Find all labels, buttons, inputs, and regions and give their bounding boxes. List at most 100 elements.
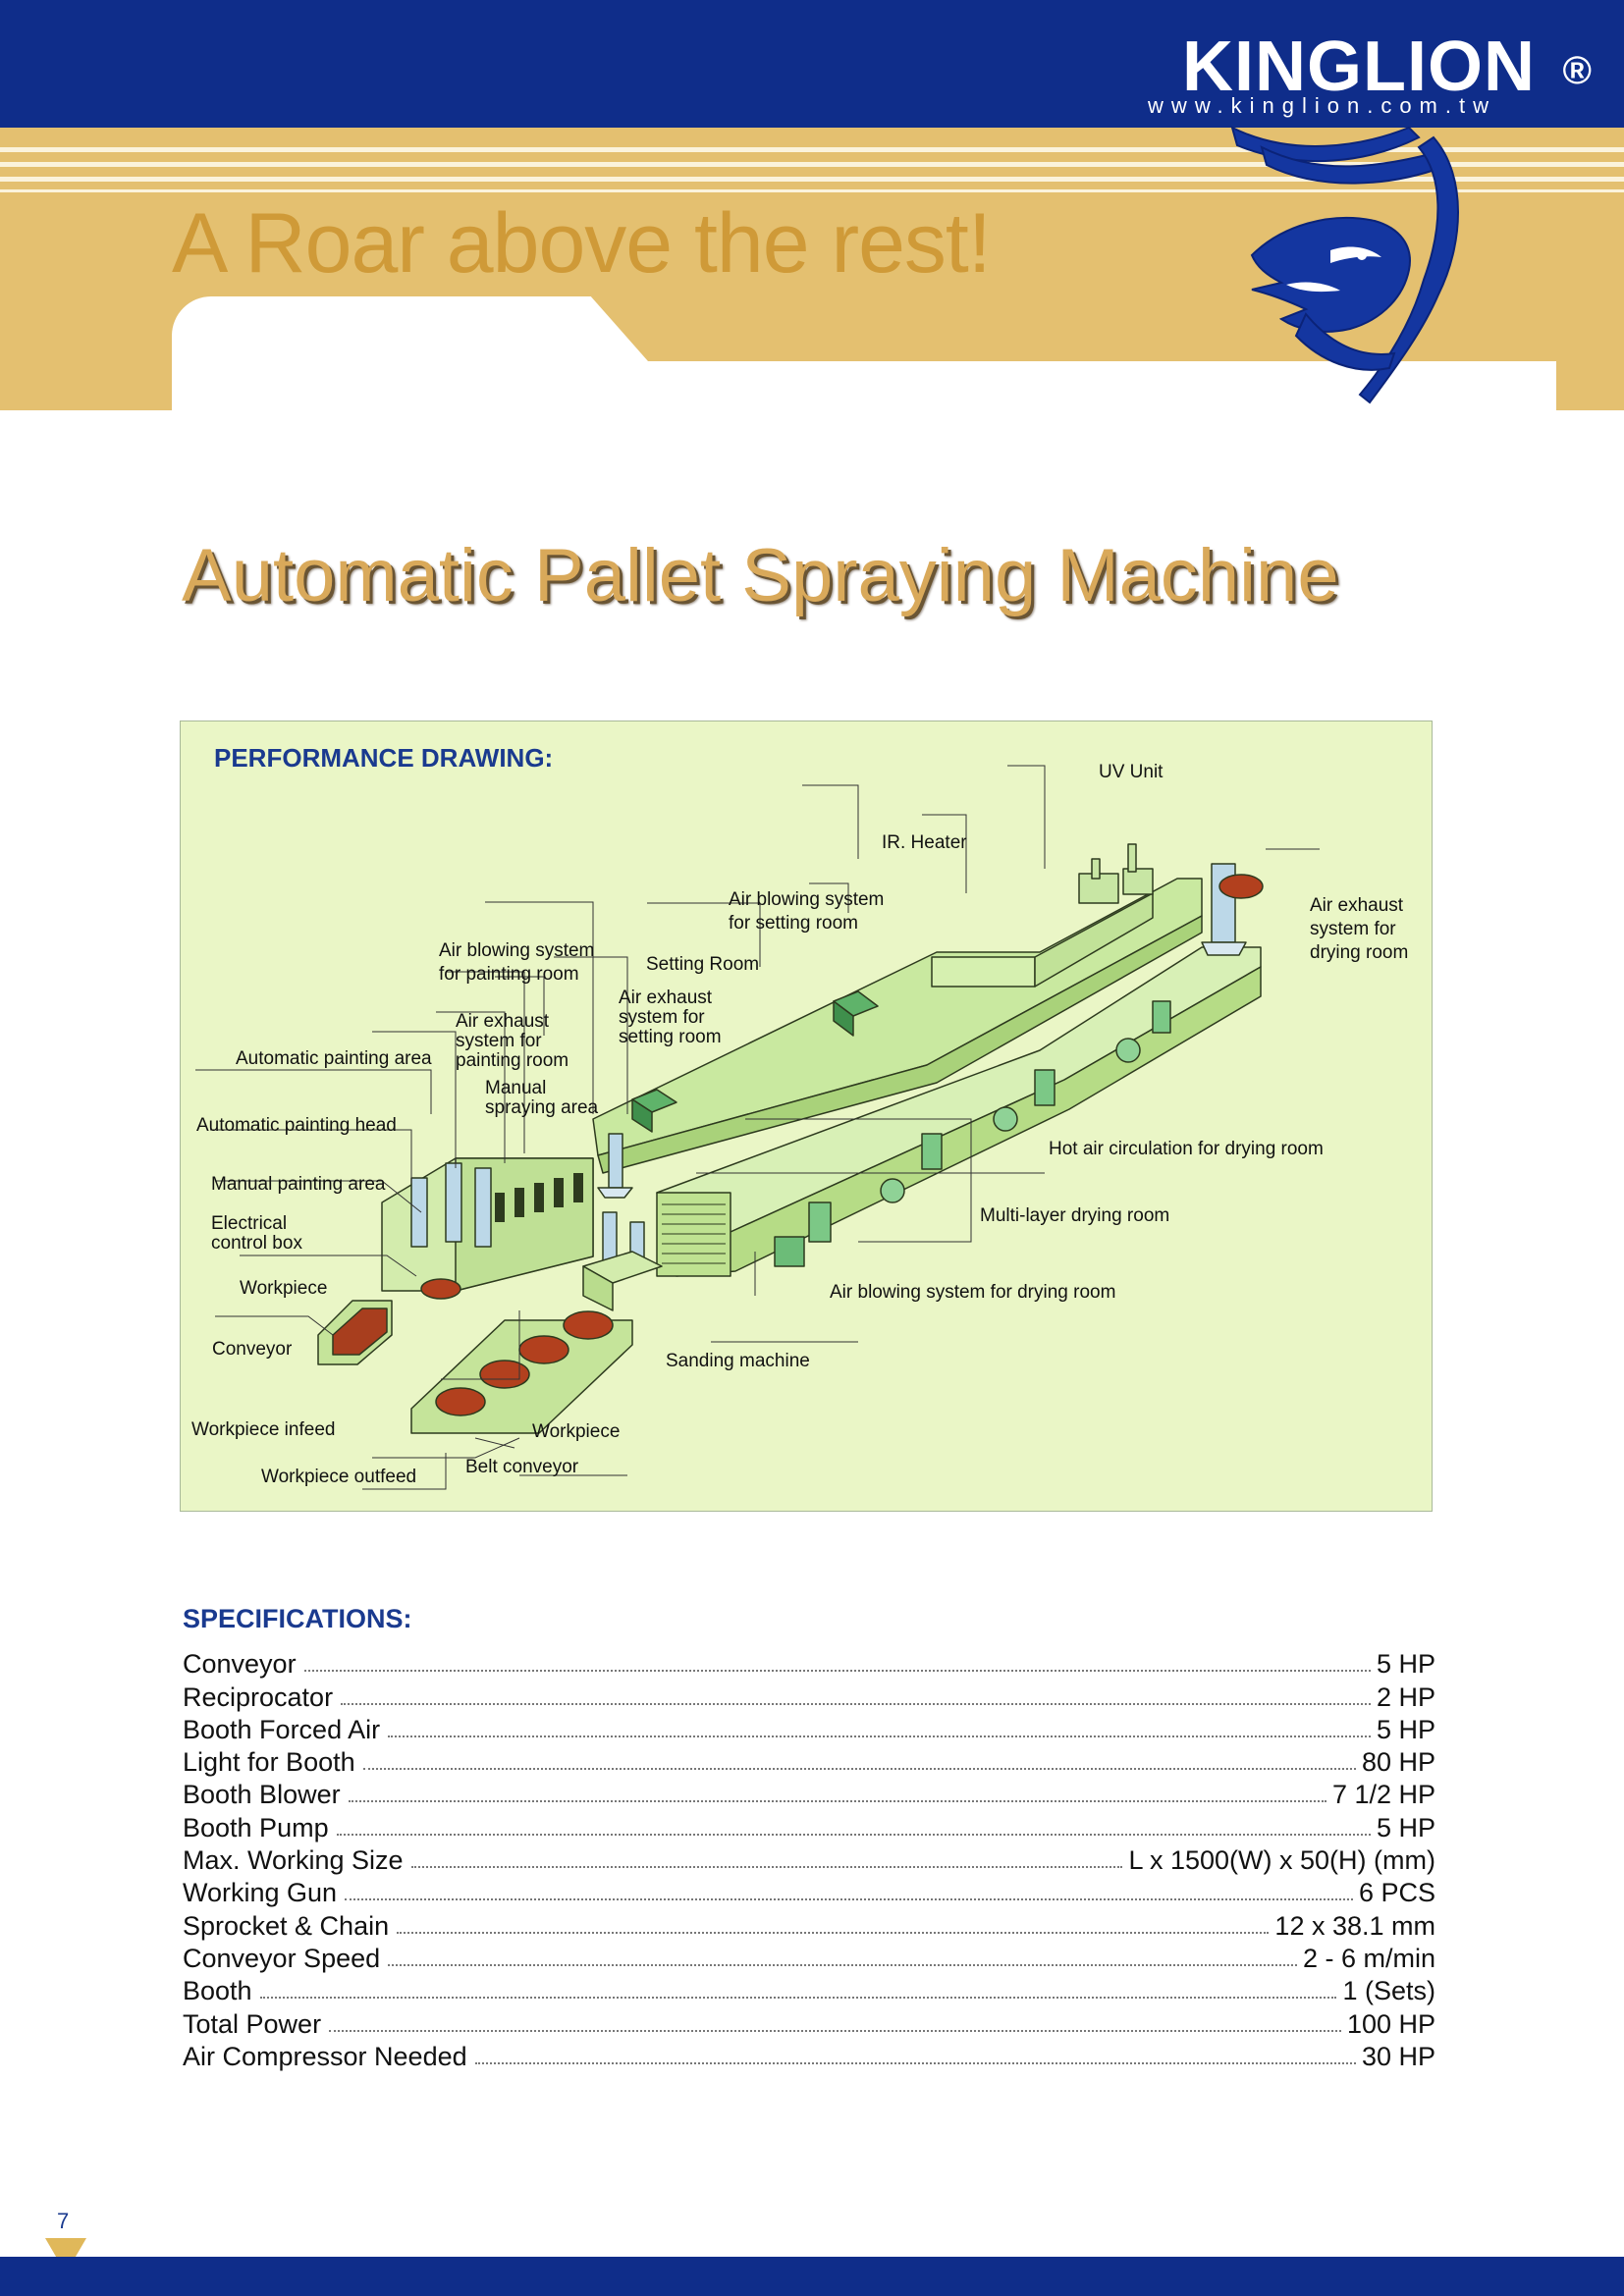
label-manual-spraying-area: Manual — [485, 1078, 547, 1098]
spec-value: 7 1/2 HP — [1331, 1780, 1435, 1810]
spec-name: Conveyor — [183, 1649, 297, 1680]
label-air-blowing-drying-room: Air blowing system for drying room — [830, 1282, 1116, 1303]
stripe — [0, 177, 1624, 182]
label-belt-conveyor: Belt conveyor — [465, 1457, 579, 1477]
spec-row: Max. Working Size L x 1500(W) x 50(H) (mm… — [183, 1843, 1435, 1876]
performance-drawing: PERFORMANCE DRAWING: — [180, 721, 1433, 1512]
spec-value: 12 x 38.1 mm — [1274, 1910, 1435, 1941]
label-workpiece-infeed: Workpiece infeed — [191, 1419, 336, 1440]
footer-bar — [0, 2257, 1624, 2296]
label-conveyor: Conveyor — [212, 1339, 293, 1360]
dot-leader — [388, 1735, 1371, 1737]
dot-leader — [348, 1800, 1326, 1803]
dot-leader — [341, 1702, 1371, 1705]
spec-name: Max. Working Size — [183, 1845, 404, 1876]
spec-row: Conveyor Speed 2 - 6 m/min — [183, 1942, 1435, 1974]
label-air-exhaust-setting: Air exhaust — [619, 988, 713, 1008]
dot-leader — [329, 2029, 1341, 2032]
label-air-blowing-setting: for setting room — [729, 913, 858, 934]
label-workpiece: Workpiece — [240, 1278, 328, 1299]
spec-value: 5 HP — [1376, 1714, 1435, 1744]
spec-row: Booth Blower 7 1/2 HP — [183, 1778, 1435, 1810]
spec-row: Sprocket & Chain 12 x 38.1 mm — [183, 1908, 1435, 1941]
spec-row: Working Gun 6 PCS — [183, 1876, 1435, 1908]
spec-name: Booth — [183, 1976, 252, 2006]
dot-leader — [410, 1866, 1123, 1869]
spec-name: Booth Pump — [183, 1812, 329, 1842]
specifications-heading: SPECIFICATIONS: — [183, 1604, 412, 1633]
label-air-blowing-setting: Air blowing system — [729, 889, 885, 910]
header-bar — [0, 0, 1624, 128]
spec-row: Booth Forced Air 5 HP — [183, 1713, 1435, 1745]
label-automatic-painting-area: Automatic painting area — [236, 1048, 432, 1069]
label-air-exhaust-setting: setting room — [619, 1027, 722, 1047]
label-electrical-control-box: control box — [211, 1233, 302, 1254]
spec-name: Air Compressor Needed — [183, 2041, 467, 2071]
spec-value: 2 - 6 m/min — [1302, 1943, 1435, 1973]
stripe — [0, 162, 1624, 167]
spec-value: 30 HP — [1361, 2041, 1435, 2071]
registered-mark: ® — [1562, 49, 1593, 92]
spec-name: Reciprocator — [183, 1682, 334, 1712]
label-manual-spraying-area: spraying area — [485, 1097, 599, 1118]
page-number: 7 — [57, 2209, 70, 2233]
label-air-blowing-painting: Air blowing system — [439, 940, 595, 961]
label-air-exhaust-painting: painting room — [456, 1050, 569, 1071]
spec-value: 5 HP — [1376, 1649, 1435, 1680]
page-title: Automatic Pallet Spraying Machine — [182, 534, 1339, 617]
label-workpiece-outfeed: Workpiece outfeed — [261, 1467, 417, 1487]
label-hot-air-circulation: Hot air circulation for drying room — [1049, 1139, 1324, 1159]
label-air-exhaust-drying: drying room — [1310, 942, 1409, 963]
label-workpiece: Workpiece — [532, 1421, 621, 1442]
spec-value: 1 (Sets) — [1342, 1976, 1435, 2006]
dot-leader — [397, 1931, 1270, 1934]
label-multi-layer-drying-room: Multi-layer drying room — [980, 1205, 1170, 1226]
dot-leader — [303, 1670, 1371, 1673]
brand-logo[interactable]: KINGLION ® — [1182, 27, 1592, 106]
label-air-exhaust-setting: system for — [619, 1007, 705, 1028]
spec-name: Total Power — [183, 2008, 322, 2039]
label-electrical-control-box: Electrical — [211, 1213, 288, 1234]
brand-name: KINGLION — [1182, 27, 1536, 106]
spec-value: 100 HP — [1346, 2008, 1435, 2039]
dot-leader — [259, 1997, 1337, 2000]
spec-row: Booth 1 (Sets) — [183, 1974, 1435, 2006]
spec-row: Conveyor 5 HP — [183, 1647, 1435, 1680]
spec-name: Sprocket & Chain — [183, 1910, 390, 1941]
label-setting-room: Setting Room — [646, 954, 760, 975]
spec-name: Light for Booth — [183, 1747, 355, 1778]
brand-url[interactable]: www.kinglion.com.tw — [1148, 93, 1496, 118]
label-air-exhaust-painting: system for — [456, 1031, 542, 1051]
spec-row: Air Compressor Needed 30 HP — [183, 2040, 1435, 2072]
label-air-exhaust-drying: Air exhaust — [1310, 895, 1404, 916]
label-ir-heater: IR. Heater — [882, 832, 967, 853]
dot-leader — [362, 1768, 1356, 1771]
spec-value: L x 1500(W) x 50(H) (mm) — [1128, 1845, 1435, 1876]
spec-name: Booth Forced Air — [183, 1714, 381, 1744]
spec-value: 2 HP — [1376, 1682, 1435, 1712]
label-air-exhaust-drying: system for — [1310, 919, 1396, 939]
drawing-heading: PERFORMANCE DRAWING: — [214, 743, 554, 773]
stripe — [0, 189, 1624, 192]
label-uv-unit: UV Unit — [1099, 762, 1164, 782]
lion-logo-icon — [1230, 126, 1459, 404]
dot-leader — [345, 1898, 1353, 1901]
label-automatic-painting-head: Automatic painting head — [196, 1115, 397, 1136]
slogan: A Roar above the rest! — [172, 196, 992, 291]
spec-value: 5 HP — [1376, 1812, 1435, 1842]
spec-value: 6 PCS — [1358, 1878, 1435, 1908]
spec-name: Booth Blower — [183, 1780, 341, 1810]
label-air-exhaust-painting: Air exhaust — [456, 1011, 550, 1032]
spec-row: Light for Booth 80 HP — [183, 1745, 1435, 1778]
spec-name: Working Gun — [183, 1878, 338, 1908]
dot-leader — [474, 2061, 1356, 2064]
spec-name: Conveyor Speed — [183, 1943, 381, 1973]
dot-leader — [388, 1963, 1297, 1966]
label-sanding-machine: Sanding machine — [666, 1351, 810, 1371]
stripe — [0, 147, 1624, 152]
label-manual-painting-area: Manual painting area — [211, 1174, 386, 1195]
spec-value: 80 HP — [1361, 1747, 1435, 1778]
machine-illustration — [195, 765, 1320, 1490]
spec-row: Total Power 100 HP — [183, 2006, 1435, 2039]
